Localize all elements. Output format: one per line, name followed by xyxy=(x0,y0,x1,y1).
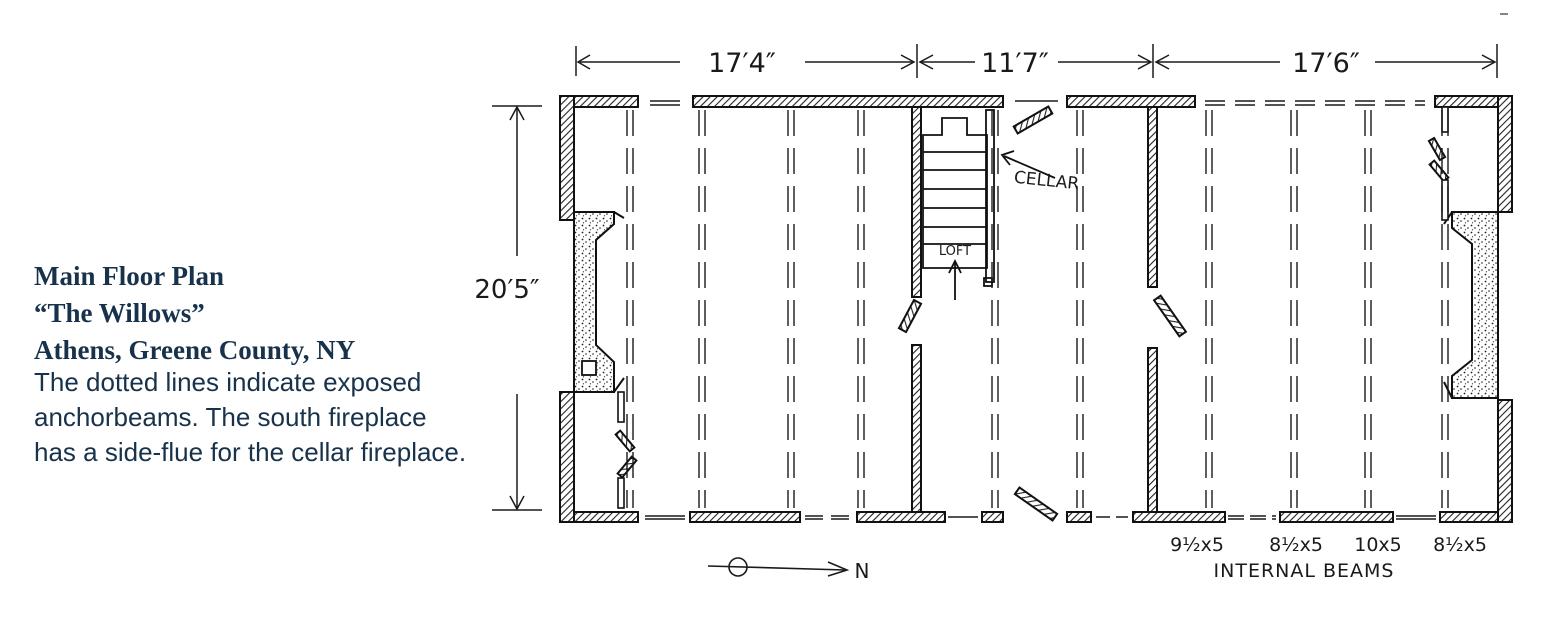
beam-size-4: 8½x5 xyxy=(1433,534,1487,556)
dimension-line-top xyxy=(575,44,1498,78)
staircase xyxy=(922,109,1056,300)
anchorbeams xyxy=(626,110,1449,508)
location: Athens, Greene County, NY xyxy=(34,335,356,365)
exterior-wall-bottom xyxy=(559,511,1511,523)
north-label: N xyxy=(855,559,870,583)
cellar-label: CELLAR xyxy=(1013,168,1080,195)
dimension-center-bay: 11′7″ xyxy=(981,48,1049,79)
description: The dotted lines indicate exposed anchor… xyxy=(34,367,467,467)
plan-title: Main Floor Plan xyxy=(34,261,225,291)
beam-size-1: 9½x5 xyxy=(1170,534,1224,556)
dimension-left-bay: 17′4″ xyxy=(708,48,776,79)
internal-beams-label: INTERNAL BEAMS xyxy=(1214,560,1395,582)
dimension-line-depth xyxy=(492,105,542,511)
doors xyxy=(897,105,1188,522)
north-fireplace xyxy=(1443,211,1499,399)
loft-label: LOFT xyxy=(939,244,971,259)
caption: Main Floor Plan “The Willows” Athens, Gr… xyxy=(34,258,474,470)
side-wall-windows xyxy=(614,106,1450,509)
north-arrow-icon xyxy=(707,557,850,577)
house-name: “The Willows” xyxy=(34,298,205,328)
exterior-wall-right xyxy=(1497,95,1513,523)
interior-partitions xyxy=(911,106,1158,513)
exterior-wall-top xyxy=(559,95,1511,108)
dimension-depth: 20′5″ xyxy=(474,275,540,305)
beam-size-3: 10x5 xyxy=(1354,534,1402,556)
window-openings xyxy=(645,100,1436,520)
dimension-right-bay: 17′6″ xyxy=(1292,48,1360,79)
south-fireplace xyxy=(573,211,625,393)
beam-size-2: 8½x5 xyxy=(1269,534,1323,556)
exterior-wall-left xyxy=(559,95,575,523)
